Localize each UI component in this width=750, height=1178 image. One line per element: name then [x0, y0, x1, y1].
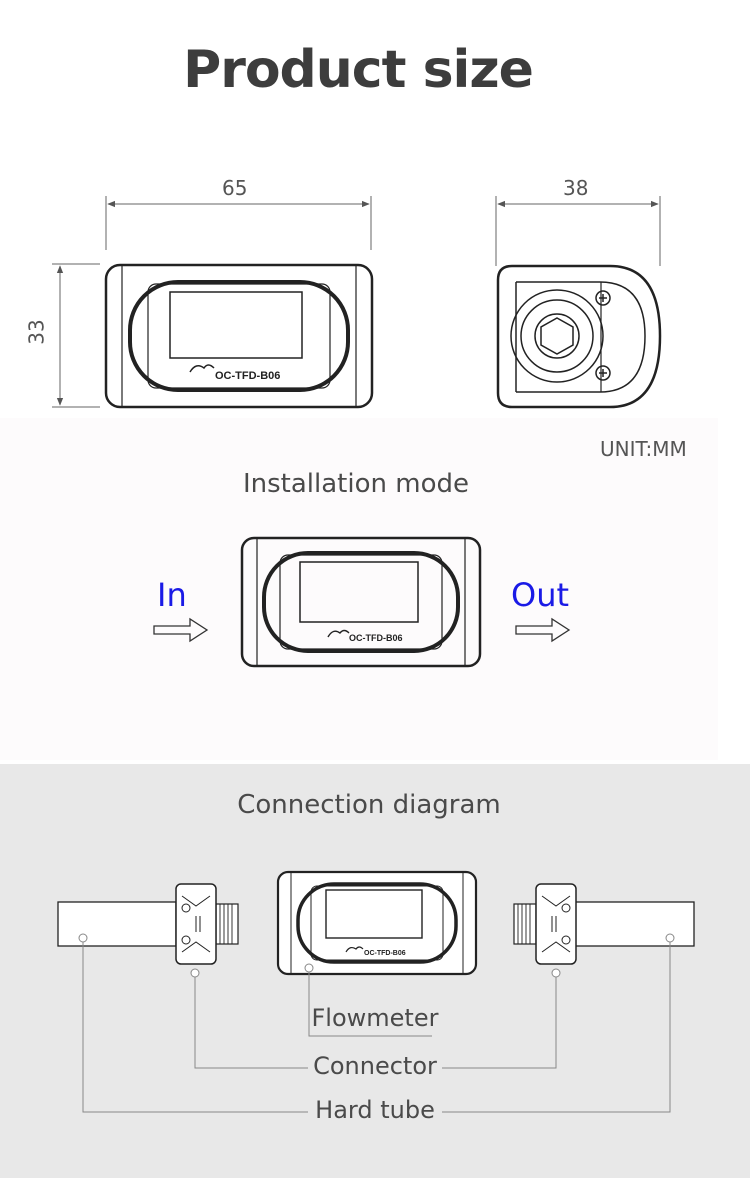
page-title: Product size: [183, 40, 534, 100]
flowmeter-front-view: OC-TFD-B06: [104, 263, 374, 409]
connector-left: [175, 883, 239, 965]
installation-panel: [0, 418, 718, 760]
width-dimension-line: [105, 196, 372, 250]
flow-in-arrow-icon: [153, 617, 209, 643]
hard-tube-right: [573, 901, 695, 947]
install-model-label: OC-TFD-B06: [349, 633, 403, 643]
hard-tube-left: [57, 901, 177, 947]
width-dimension-label: 65: [222, 176, 248, 200]
flow-out-label: Out: [511, 576, 570, 614]
connector-right: [513, 883, 577, 965]
connector-callout: Connector: [313, 1052, 437, 1080]
flowmeter-connection-view: OC-TFD-B06: [276, 870, 478, 976]
flowmeter-callout: Flowmeter: [311, 1004, 439, 1032]
flowmeter-leader-line: [304, 963, 432, 1037]
flow-in-label: In: [157, 576, 187, 614]
installation-mode-title: Installation mode: [242, 469, 469, 499]
connection-diagram-title: Connection diagram: [237, 790, 501, 820]
height-dimension-line: [52, 263, 100, 408]
connection-model-label: OC-TFD-B06: [364, 950, 406, 957]
depth-dimension-line: [495, 196, 661, 266]
flowmeter-install-view: OC-TFD-B06: [240, 536, 482, 668]
hard-tube-callout: Hard tube: [315, 1096, 435, 1124]
model-label: OC-TFD-B06: [215, 370, 280, 382]
hard-tube-leader-line: [78, 933, 675, 1113]
flowmeter-side-view: [496, 264, 662, 409]
connector-leader-line: [190, 968, 561, 1069]
depth-dimension-label: 38: [563, 176, 589, 200]
flow-out-arrow-icon: [515, 617, 571, 643]
unit-label: UNIT:MM: [600, 437, 687, 461]
